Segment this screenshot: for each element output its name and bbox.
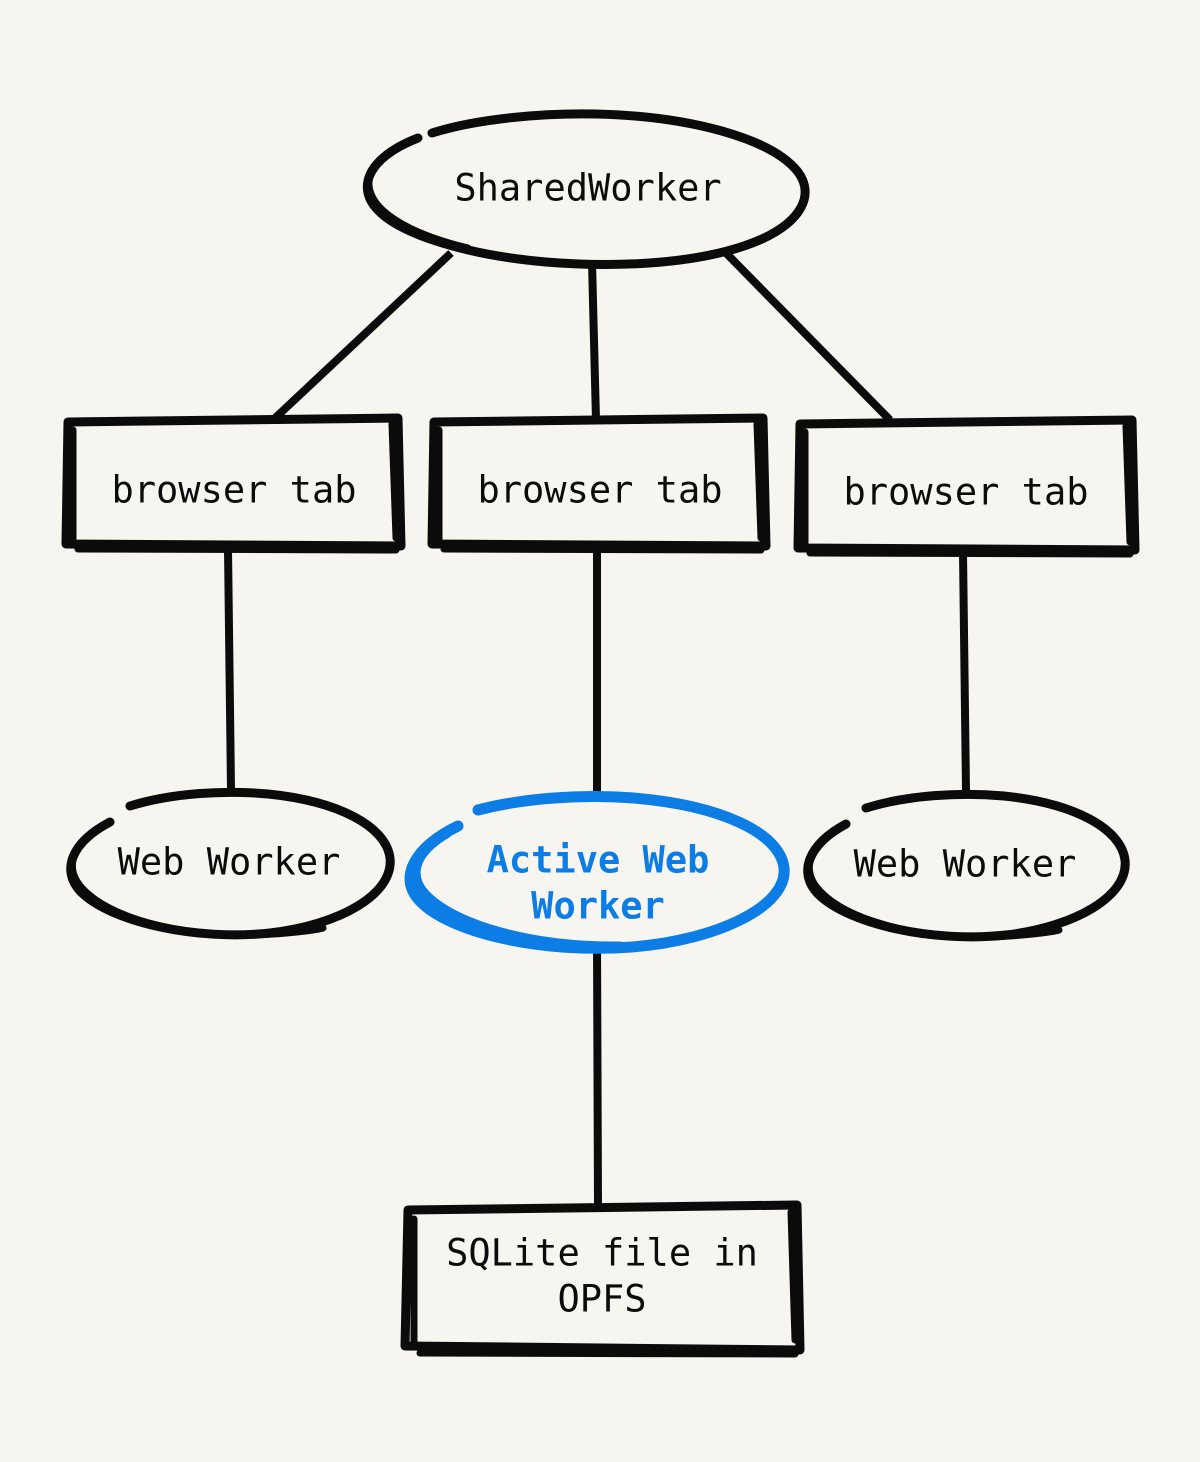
worker-right-fill [806,795,1125,938]
worker-center-label-line2: Worker [531,885,665,928]
worker-right-outline-overshoot [805,827,1063,941]
edge-sharedworker-to-tab-right [723,250,893,423]
worker-center-label-line1: Active Web [487,839,710,882]
tab-right-fill [799,420,1135,552]
node-shared-worker[interactable]: SharedWorker [362,109,810,269]
tab-left-outline [61,413,406,551]
tab-left-label: browser tab [111,469,356,512]
storage-outline [400,1200,805,1355]
edge-group [224,250,970,1209]
node-storage-sqlite-opfs[interactable]: SQLite file in OPFS [400,1200,805,1358]
tab-right-label: browser tab [843,471,1088,514]
storage-outline-sketch [410,1208,799,1358]
storage-fill [407,1205,800,1352]
tab-center-fill [433,418,766,548]
edge-sharedworker-to-tab-left [270,250,454,423]
node-worker-right[interactable]: Web Worker [803,789,1130,942]
edge-tab-left-to-worker-left [224,547,235,791]
tab-center-label: browser tab [477,469,722,512]
tab-left-outline-sketch [69,420,400,554]
edge-sharedworker-to-tab-center [588,261,600,421]
tab-center-outline [427,413,771,551]
shared-worker-outline-overshoot [365,141,472,252]
shared-worker-fill [371,117,805,259]
worker-center-fill [410,797,786,947]
node-tab-center[interactable]: browser tab [427,413,771,554]
worker-left-label: Web Worker [118,841,341,884]
tab-right-outline-sketch [801,422,1134,558]
worker-left-fill [68,793,390,936]
node-tab-right[interactable]: browser tab [793,415,1140,558]
storage-label-line1: SQLite file in [446,1232,758,1275]
node-tab-left[interactable]: browser tab [61,413,406,554]
tab-right-outline [793,415,1140,555]
worker-center-outline-overshoot [409,827,626,953]
worker-center-outline [404,791,790,954]
tab-left-fill [66,418,402,548]
node-worker-left[interactable]: Web Worker [66,787,395,940]
edge-tab-right-to-worker-right [959,551,970,793]
storage-label-line2: OPFS [557,1278,646,1321]
worker-right-label: Web Worker [854,843,1077,886]
node-worker-center-active[interactable]: Active Web Worker [404,791,790,954]
tab-center-outline-sketch [435,420,765,554]
edge-worker-center-to-storage [593,939,602,1209]
worker-left-outline-overshoot [68,825,327,939]
shared-worker-label: SharedWorker [454,167,721,210]
